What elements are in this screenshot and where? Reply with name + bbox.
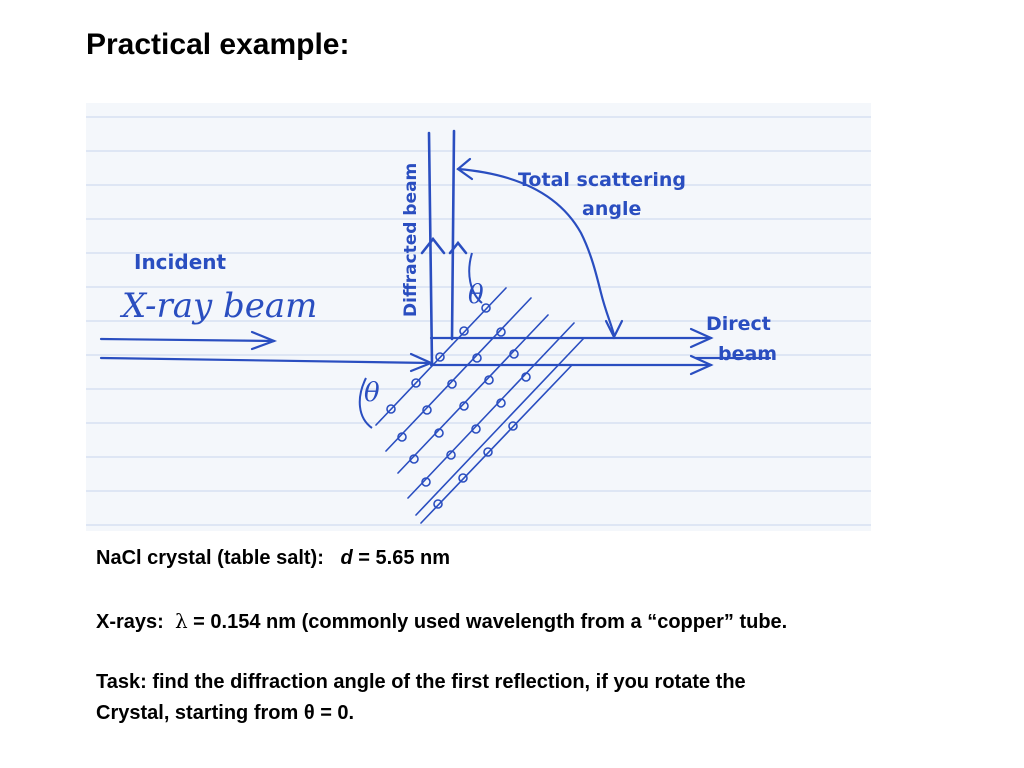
direct-beam (429, 327, 772, 376)
wavelength-text: = 0.154 nm (commonly used wavelength fro… (187, 611, 788, 633)
theta-upper-label: θ (468, 280, 484, 310)
sketch-canvas: Incident X-ray beam Diffracted beam Tota… (86, 103, 871, 531)
crystal-atoms (386, 303, 531, 509)
crystal-planes (375, 287, 585, 524)
label-xray-beam: X-ray beam (119, 286, 317, 326)
xray-info: X-rays: λ = 0.154 nm (commonly used wave… (96, 609, 787, 634)
lambda-symbol: λ (174, 609, 188, 633)
label-angle: angle (582, 198, 641, 220)
page-title: Practical example: (86, 28, 350, 61)
label-diffracted-beam: Diffracted beam (401, 163, 421, 317)
label-beam: beam (718, 343, 777, 365)
spacing-value: = 5.65 nm (352, 547, 451, 569)
label-direct: Direct (706, 313, 771, 335)
label-total-scattering: Total scattering (518, 169, 686, 191)
scattering-angle-arc (456, 157, 624, 340)
task-line-1: Task: find the diffraction angle of the … (96, 671, 746, 693)
theta-lower-label: θ (364, 378, 380, 408)
diffraction-sketch: Incident X-ray beam Diffracted beam Tota… (86, 103, 871, 531)
theta-marks (358, 252, 483, 429)
spacing-variable: d (340, 547, 353, 569)
crystal-label: NaCl crystal (table salt): (96, 547, 324, 569)
diffracted-beam (420, 129, 468, 367)
label-incident: Incident (134, 250, 227, 274)
crystal-info: NaCl crystal (table salt): d = 5.65 nm (96, 547, 450, 570)
xray-label: X-rays: (96, 611, 164, 633)
task-line-2: Crystal, starting from θ = 0. (96, 702, 355, 724)
